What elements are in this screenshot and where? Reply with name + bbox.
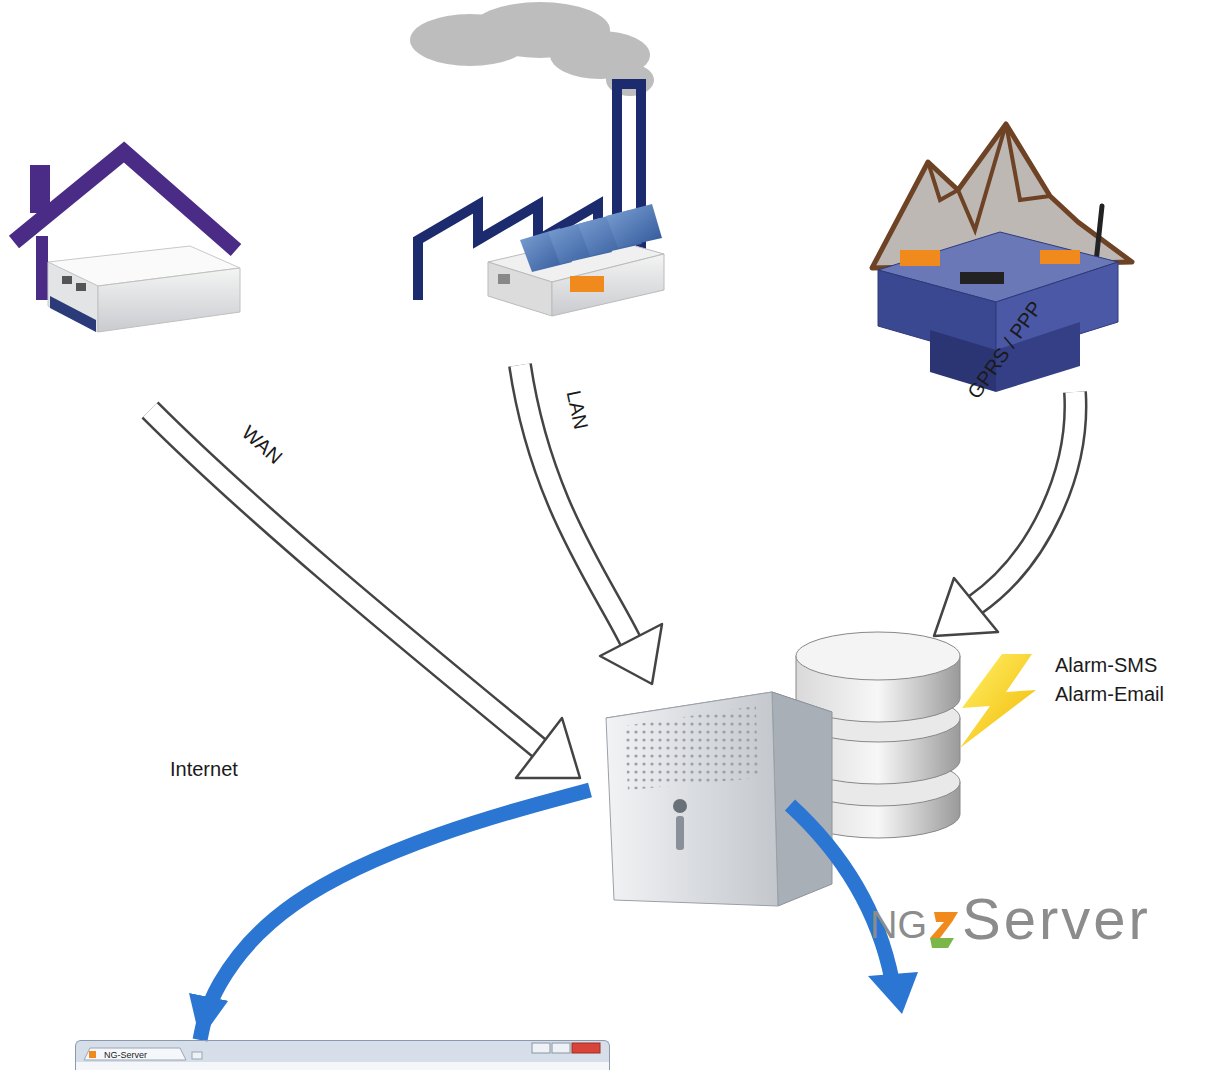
drawing-part bbox=[76, 1041, 609, 1070]
lightning-icon bbox=[960, 654, 1036, 748]
drawing-part bbox=[89, 1051, 96, 1058]
drawing-part bbox=[624, 706, 758, 790]
drawing-part bbox=[606, 692, 778, 906]
drawing-part bbox=[934, 578, 998, 636]
drawing-part bbox=[606, 204, 662, 248]
drawing-part bbox=[934, 912, 958, 922]
link-label: GPRS / PPP bbox=[963, 297, 1047, 403]
drawing-part bbox=[50, 296, 96, 332]
lan-arrow bbox=[520, 365, 662, 684]
browser-window: NG-Server bbox=[75, 1040, 610, 1070]
text-holder: NG bbox=[870, 904, 927, 948]
drawing-part bbox=[772, 692, 832, 906]
drawing-part bbox=[900, 250, 940, 266]
wan-arrow bbox=[150, 410, 580, 778]
text-holder: Internet bbox=[170, 758, 238, 781]
server-tower bbox=[606, 692, 832, 906]
drawing-part bbox=[62, 276, 72, 284]
label-holder: GPRS / PPP bbox=[963, 297, 1047, 403]
text-holder: Server bbox=[962, 886, 1151, 953]
drawing-part bbox=[76, 283, 86, 291]
drawing-part bbox=[960, 272, 1004, 284]
label-holder: Alarm-Email bbox=[1055, 683, 1164, 706]
drawing-part bbox=[520, 365, 630, 640]
logo-symbol bbox=[930, 912, 958, 948]
plc-device bbox=[488, 204, 664, 316]
drawing-part bbox=[552, 1043, 570, 1053]
drawing-part bbox=[532, 1043, 550, 1053]
browser-chrome bbox=[76, 1041, 609, 1070]
cloud-label: Internet bbox=[170, 758, 238, 781]
server-group: NG Server bbox=[590, 680, 1195, 965]
gprs-arrow bbox=[934, 392, 1075, 636]
flow-arrow bbox=[200, 790, 590, 1040]
drawing-part bbox=[570, 276, 604, 292]
browser-tab-title: NG-Server bbox=[104, 1050, 147, 1060]
label-holder: LAN bbox=[562, 389, 593, 432]
drawing-part bbox=[30, 165, 50, 213]
cloud-outline bbox=[120, 420, 880, 930]
drawing-part bbox=[930, 922, 952, 938]
link-label: LAN bbox=[562, 389, 593, 432]
alarm-label: Alarm-Email bbox=[1055, 683, 1164, 706]
cloud-shape bbox=[148, 457, 871, 930]
drawing-part bbox=[488, 262, 552, 316]
drawing-part bbox=[790, 805, 892, 980]
plc-device bbox=[48, 246, 240, 332]
drawing-part bbox=[552, 254, 664, 316]
drawing-part bbox=[928, 124, 1050, 230]
label-holder: WAN bbox=[237, 421, 287, 469]
logo-text: Server bbox=[962, 886, 1151, 953]
drawing-part bbox=[48, 262, 98, 332]
drawing-part bbox=[36, 236, 48, 300]
drawing-part bbox=[600, 624, 662, 684]
drawing-part bbox=[516, 718, 580, 778]
internet-cloud: Internet bbox=[120, 420, 880, 930]
drawing-part bbox=[98, 268, 240, 332]
drawing-part bbox=[673, 799, 687, 813]
drawing-part bbox=[150, 410, 539, 748]
drawing-part bbox=[150, 410, 539, 748]
label-holder: Alarm-SMS bbox=[1055, 654, 1157, 677]
drawing-part bbox=[796, 632, 960, 680]
drawing-part bbox=[520, 365, 630, 640]
alarm-label: Alarm-SMS bbox=[1055, 654, 1157, 677]
drawing-part bbox=[572, 1043, 600, 1053]
drawing-part bbox=[975, 392, 1075, 605]
text-holder: NG-Server bbox=[104, 1050, 147, 1060]
drawing-part bbox=[498, 274, 510, 284]
drawing-part bbox=[930, 938, 954, 948]
drawing-part bbox=[676, 816, 684, 850]
drawing-part bbox=[14, 152, 236, 250]
drawing-part bbox=[76, 1062, 609, 1070]
link-label: WAN bbox=[237, 421, 287, 469]
drawing-part bbox=[868, 972, 918, 1014]
drawing-part bbox=[1040, 250, 1080, 264]
logo-text: NG bbox=[870, 904, 927, 948]
drawing-part bbox=[84, 1048, 186, 1060]
drawing-part bbox=[975, 392, 1075, 605]
drawing-part bbox=[192, 1052, 202, 1059]
